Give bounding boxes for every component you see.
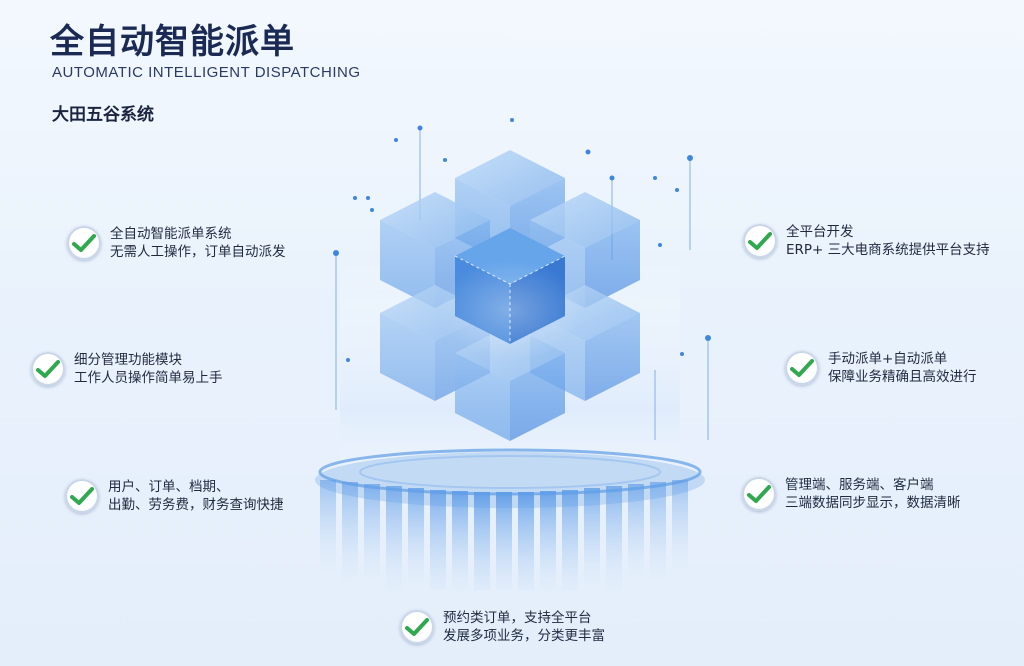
feature-desc: 三端数据同步显示，数据清晰 [785,495,961,511]
feature-title: 用户、订单、档期、 [108,479,230,495]
feature-desc: 出勤、劳务费，财务查询快捷 [108,497,284,513]
page-title: 全自动智能派单 [50,22,295,62]
feature-item: 预约类订单，支持全平台 发展多项业务，分类更丰富 [400,609,605,645]
page-subtitle: AUTOMATIC INTELLIGENT DISPATCHING [52,64,361,81]
check-circle-icon [742,477,776,511]
feature-item: 用户、订单、档期、 出勤、劳务费，财务查询快捷 [65,478,284,514]
cube-cluster-illustration [315,118,711,590]
feature-item: 全自动智能派单系统 无需人工操作，订单自动派发 [67,225,286,261]
feature-title: 全平台开发 [786,224,854,240]
feature-desc: 无需人工操作，订单自动派发 [110,244,286,260]
check-circle-icon [67,226,101,260]
feature-item: 细分管理功能模块 工作人员操作简单易上手 [31,351,223,387]
check-circle-icon [65,479,99,513]
feature-item: 管理端、服务端、客户端 三端数据同步显示，数据清晰 [742,476,961,512]
company-name: 大田五谷系统 [52,105,154,125]
feature-item: 全平台开发 ERP+ 三大电商系统提供平台支持 [743,223,990,259]
check-circle-icon [400,610,434,644]
check-circle-icon [743,224,777,258]
feature-title: 手动派单+自动派单 [828,351,948,367]
feature-desc: ERP+ 三大电商系统提供平台支持 [786,242,990,258]
check-circle-icon [31,352,65,386]
feature-title: 全自动智能派单系统 [110,226,232,242]
check-circle-icon [785,351,819,385]
feature-title: 预约类订单，支持全平台 [443,610,592,626]
feature-desc: 保障业务精确且高效进行 [828,369,977,385]
feature-title: 管理端、服务端、客户端 [785,477,934,493]
feature-desc: 工作人员操作简单易上手 [74,370,223,386]
feature-item: 手动派单+自动派单 保障业务精确且高效进行 [785,350,977,386]
feature-desc: 发展多项业务，分类更丰富 [443,628,605,644]
feature-title: 细分管理功能模块 [74,352,182,368]
